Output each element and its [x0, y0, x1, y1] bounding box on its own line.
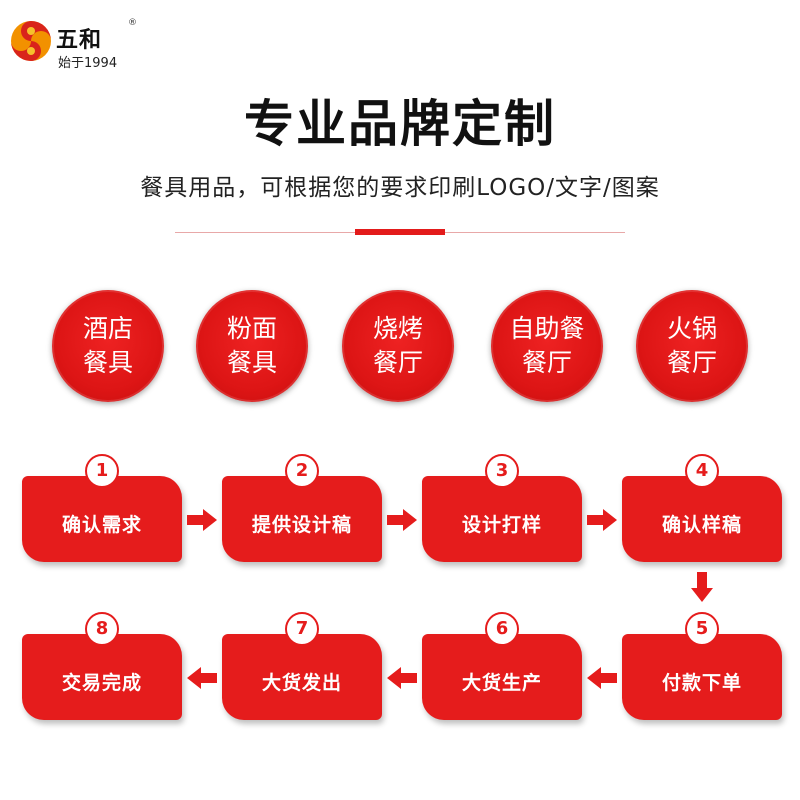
arrow-right-icon — [587, 509, 617, 531]
step-number-badge: 8 — [85, 612, 119, 646]
step-mass-production: 大货生产 — [422, 634, 582, 720]
step-number-badge: 6 — [485, 612, 519, 646]
step-label: 设计打样 — [461, 513, 542, 536]
category-noodle-tableware: 粉面 餐具 — [196, 290, 308, 402]
step-label: 确认样稿 — [661, 513, 742, 536]
step-label: 付款下单 — [661, 671, 742, 694]
category-line1: 自助餐 — [509, 314, 585, 343]
category-line1: 粉面 — [226, 314, 277, 343]
category-bbq-restaurant: 烧烤 餐厅 — [342, 290, 454, 402]
step-number-badge: 1 — [85, 454, 119, 488]
brand-tagline: 始于1994 — [58, 56, 118, 71]
step-provide-design: 提供设计稿 — [222, 476, 382, 562]
step-confirm-requirements: 确认需求 — [22, 476, 182, 562]
arrow-down-icon — [691, 572, 713, 602]
swirl-logo-icon — [11, 21, 51, 61]
title-divider-accent — [355, 229, 445, 235]
step-label: 交易完成 — [61, 671, 142, 694]
arrow-left-icon — [187, 667, 217, 689]
category-line2: 餐厅 — [372, 348, 423, 377]
step-number-badge: 4 — [685, 454, 719, 488]
category-line1: 火锅 — [666, 314, 717, 343]
step-shipment: 大货发出 — [222, 634, 382, 720]
brand-name: 五和 — [56, 28, 103, 53]
arrow-left-icon — [387, 667, 417, 689]
step-number-badge: 2 — [285, 454, 319, 488]
step-label: 提供设计稿 — [251, 513, 352, 536]
arrow-right-icon — [187, 509, 217, 531]
category-hotpot-restaurant: 火锅 餐厅 — [636, 290, 748, 402]
step-design-proof: 设计打样 — [422, 476, 582, 562]
category-line1: 烧烤 — [372, 314, 423, 343]
arrow-left-icon — [587, 667, 617, 689]
category-hotel-tableware: 酒店 餐具 — [52, 290, 164, 402]
step-number-badge: 5 — [685, 612, 719, 646]
category-line2: 餐具 — [82, 348, 133, 377]
step-label: 大货生产 — [461, 671, 542, 694]
step-confirm-sample: 确认样稿 — [622, 476, 782, 562]
step-label: 确认需求 — [61, 513, 142, 536]
step-transaction-complete: 交易完成 — [22, 634, 182, 720]
step-payment-order: 付款下单 — [622, 634, 782, 720]
arrow-right-icon — [387, 509, 417, 531]
page-subtitle: 餐具用品，可根据您的要求印刷LOGO/文字/图案 — [140, 175, 660, 201]
page-title: 专业品牌定制 — [244, 95, 556, 153]
registered-mark: ® — [128, 18, 137, 28]
category-line1: 酒店 — [82, 314, 133, 343]
category-line2: 餐具 — [226, 348, 277, 377]
category-buffet-restaurant: 自助餐 餐厅 — [491, 290, 603, 402]
step-label: 大货发出 — [261, 671, 342, 694]
category-line2: 餐厅 — [521, 348, 572, 377]
step-number-badge: 7 — [285, 612, 319, 646]
category-line2: 餐厅 — [666, 348, 717, 377]
brand-logo: 五和 ® 始于1994 — [10, 10, 160, 71]
step-number-badge: 3 — [485, 454, 519, 488]
